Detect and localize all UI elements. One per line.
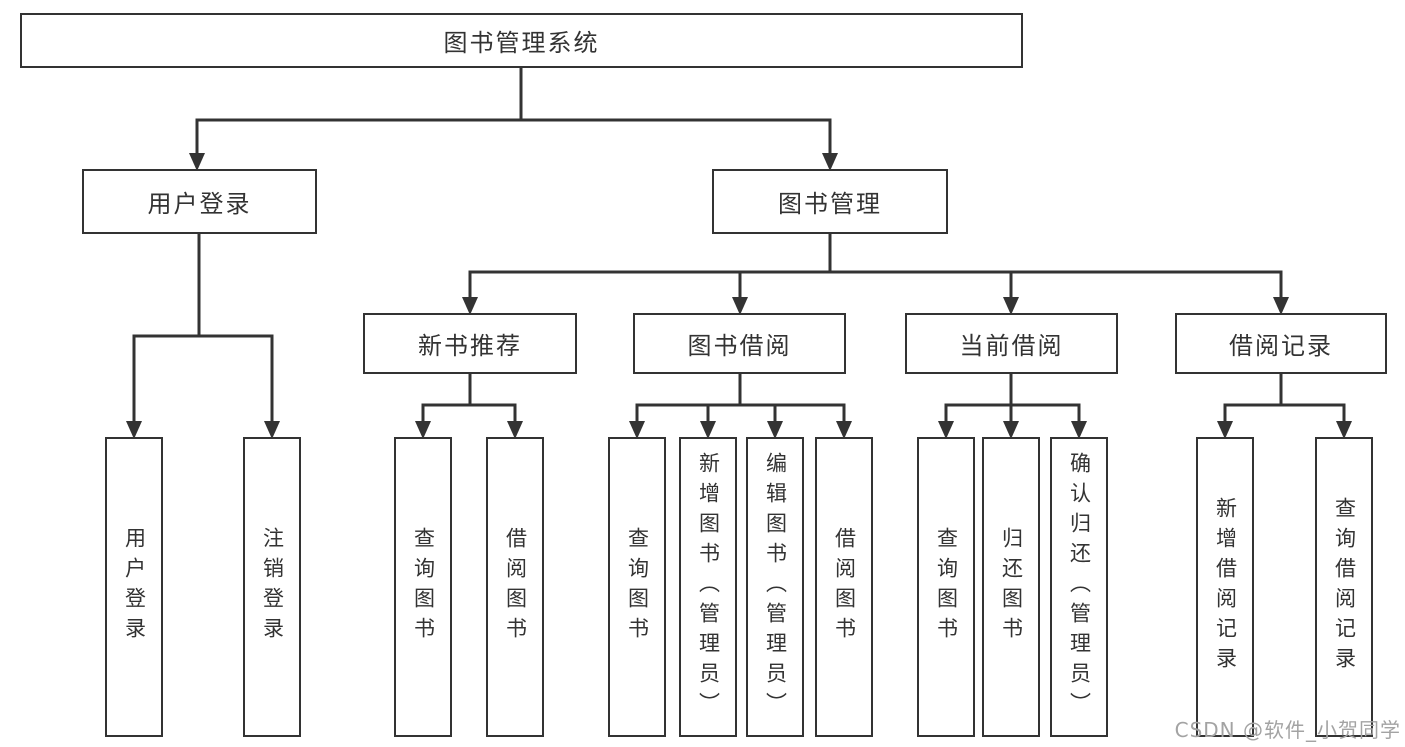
node-leaf-newbook-borrow: 借阅图书 (486, 437, 544, 737)
node-leaf-borrow-add-admin: 新增图书（管理员） (679, 437, 737, 737)
node-borrow-records: 借阅记录 (1175, 313, 1387, 374)
node-leaf-current-return: 归还图书 (982, 437, 1040, 737)
node-current-borrow: 当前借阅 (905, 313, 1118, 374)
node-leaf-borrow-edit-admin: 编辑图书（管理员） (746, 437, 804, 737)
node-leaf-borrow-query: 查询图书 (608, 437, 666, 737)
node-leaf-current-confirm-admin: 确认归还（管理员） (1050, 437, 1108, 737)
node-book-management: 图书管理 (712, 169, 948, 234)
node-library-system: 图书管理系统 (20, 13, 1023, 68)
node-leaf-borrow-book: 借阅图书 (815, 437, 873, 737)
node-new-book-recommend: 新书推荐 (363, 313, 577, 374)
node-leaf-newbook-query: 查询图书 (394, 437, 452, 737)
node-leaf-current-query: 查询图书 (917, 437, 975, 737)
node-leaf-logout: 注销登录 (243, 437, 301, 737)
node-book-borrow: 图书借阅 (633, 313, 846, 374)
node-leaf-user-login: 用户登录 (105, 437, 163, 737)
csdn-watermark: CSDN @软件_小贺同学 (1174, 718, 1401, 742)
node-user-login: 用户登录 (82, 169, 317, 234)
node-leaf-records-query: 查询借阅记录 (1315, 437, 1373, 737)
node-leaf-records-add: 新增借阅记录 (1196, 437, 1254, 737)
